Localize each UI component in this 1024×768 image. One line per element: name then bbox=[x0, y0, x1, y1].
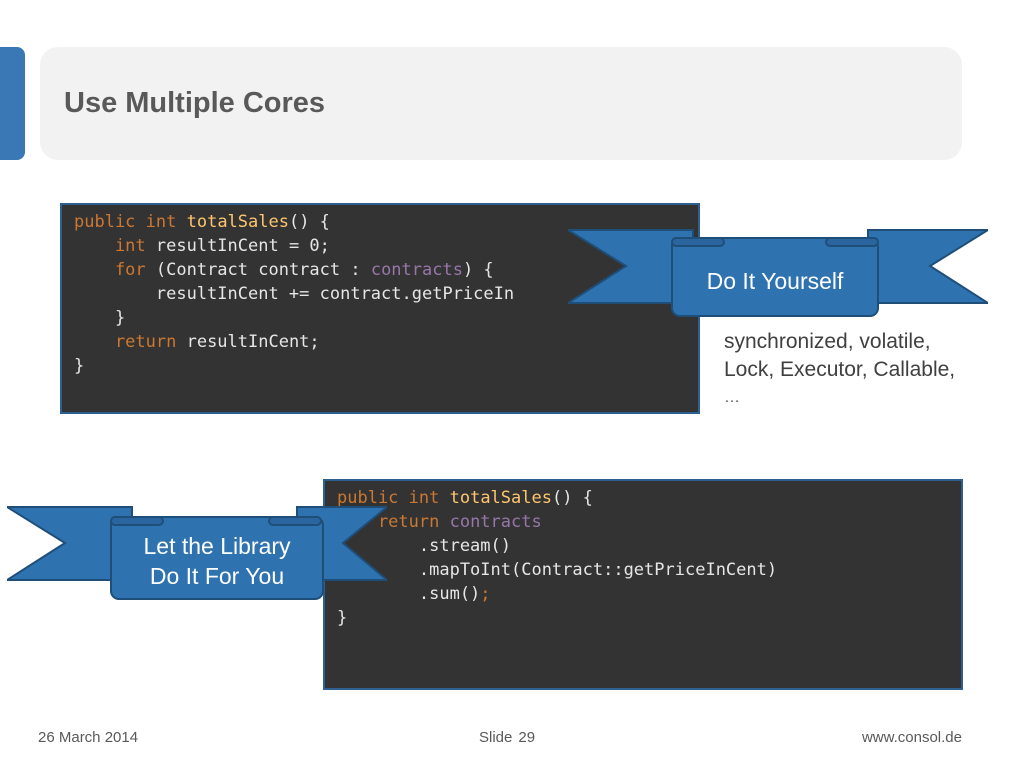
code-token: for bbox=[74, 260, 156, 280]
banner-label-line2: Do It For You bbox=[149, 563, 285, 589]
slide-number: 29 bbox=[518, 729, 536, 746]
code-token: } bbox=[337, 608, 348, 628]
code-token: return bbox=[337, 512, 450, 532]
code-token: contracts bbox=[449, 512, 542, 532]
code-token: totalSales bbox=[186, 212, 289, 232]
code-token: () { bbox=[551, 488, 593, 508]
code-token: ; bbox=[480, 584, 491, 604]
code-token: resultInCent += contract.getPriceIn bbox=[74, 284, 515, 304]
code-token: public bbox=[337, 488, 409, 508]
code-line: public int totalSales() { bbox=[74, 212, 330, 232]
code-line: } bbox=[74, 356, 84, 376]
slide-title: Use Multiple Cores bbox=[64, 87, 326, 119]
code-line: public int totalSales() { bbox=[337, 488, 593, 508]
code-token: contracts bbox=[370, 260, 463, 280]
code-line: .stream() bbox=[337, 536, 511, 556]
code-line: } bbox=[74, 308, 125, 328]
code-line: return contracts bbox=[337, 512, 542, 532]
code-line: return resultInCent; bbox=[74, 332, 320, 352]
code-block-stream: public int totalSales() { return contrac… bbox=[323, 479, 963, 690]
code-token: int bbox=[408, 488, 450, 508]
note-line: Lock, Executor, Callable, bbox=[724, 358, 956, 381]
code-token: } bbox=[74, 308, 126, 328]
note-line: synchronized, volatile, bbox=[724, 330, 931, 353]
footer-slide-number: Slide 29 bbox=[479, 729, 535, 746]
code-line: .mapToInt(Contract::getPriceInCent) bbox=[337, 560, 777, 580]
code-token: totalSales bbox=[449, 488, 552, 508]
code-line: for (Contract contract : contracts) { bbox=[74, 260, 494, 280]
banner-label: Do It Yourself bbox=[706, 268, 844, 294]
code-line: } bbox=[337, 608, 347, 628]
accent-bar bbox=[0, 47, 25, 160]
slide-label: Slide bbox=[479, 729, 513, 746]
code-token: resultInCent; bbox=[186, 332, 320, 352]
code-token: ) { bbox=[462, 260, 494, 280]
note-ellipsis: … bbox=[724, 389, 740, 406]
code-line: int resultInCent = 0; bbox=[74, 236, 330, 256]
banner-label-line1: Let the Library bbox=[143, 533, 291, 559]
title-panel: Use Multiple Cores bbox=[40, 47, 962, 160]
banner-do-it-yourself: Do It Yourself bbox=[568, 228, 988, 318]
code-token: .sum() bbox=[337, 584, 481, 604]
code-token: int bbox=[74, 236, 156, 256]
code-token: public bbox=[74, 212, 146, 232]
footer-url: www.consol.de bbox=[861, 729, 962, 746]
code-token: .stream() bbox=[337, 536, 511, 556]
code-token: () { bbox=[288, 212, 330, 232]
code-line: resultInCent += contract.getPriceIn bbox=[74, 284, 514, 304]
code-token: (Contract contract : bbox=[155, 260, 371, 280]
banner-label: Let the Library Do It For You bbox=[111, 531, 323, 591]
code-token: resultInCent = 0; bbox=[155, 236, 330, 256]
ribbon-shape-icon bbox=[568, 229, 988, 317]
code-token: } bbox=[74, 356, 85, 376]
banner-let-the-library: Let the Library Do It For You bbox=[7, 505, 387, 601]
concurrency-primitives-note: synchronized, volatile, Lock, Executor, … bbox=[724, 328, 1024, 412]
code-token: return bbox=[74, 332, 187, 352]
footer-date: 26 March 2014 bbox=[38, 729, 139, 746]
code-line: .sum(); bbox=[337, 584, 491, 604]
ribbon-shape-icon bbox=[7, 506, 387, 600]
code-token: int bbox=[145, 212, 187, 232]
code-token: .mapToInt(Contract::getPriceInCent) bbox=[337, 560, 778, 580]
